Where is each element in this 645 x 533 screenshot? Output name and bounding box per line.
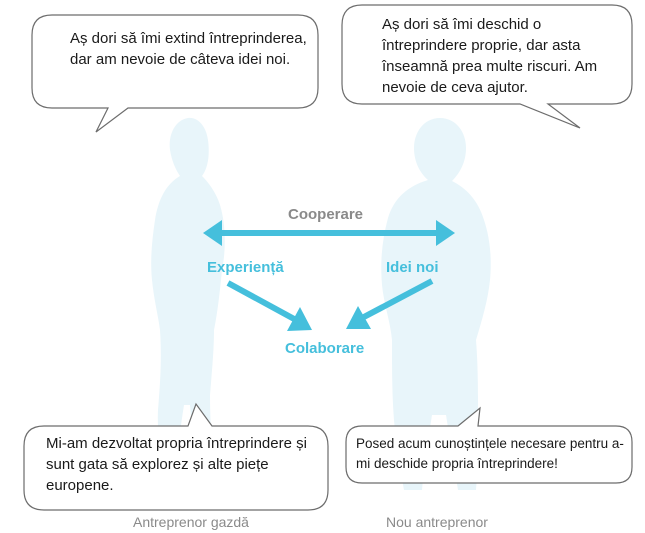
new-entrepreneur-caption: Nou antreprenor [386, 514, 488, 530]
new-ideas-arrow [346, 278, 434, 329]
new-ideas-label: Idei noi [386, 259, 439, 276]
bubble-bottom-right-shape [345, 406, 633, 484]
bubble-top-left-shape [31, 14, 319, 133]
bubble-bottom-left-text: Mi-am dezvoltat propria întreprindere și… [46, 435, 307, 494]
collaboration-label: Colaborare [285, 340, 365, 357]
experience-label: Experiență [207, 259, 284, 276]
woman-silhouette [151, 117, 225, 478]
cooperation-label: Cooperare [288, 206, 364, 223]
experience-arrow [226, 280, 312, 331]
bubble-top-right-text: Aș dori să îmi deschid o întreprindere p… [382, 16, 598, 96]
man-silhouette [381, 118, 491, 490]
bubble-top-right-shape [341, 4, 633, 129]
bubble-bottom-right-text: Posed acum cunoștințele necesare pentru … [356, 436, 624, 471]
bubble-top-left-text: Aș dori să îmi extind întreprinderea, da… [70, 30, 307, 68]
cooperation-arrow [203, 220, 455, 246]
host-entrepreneur-caption: Antreprenor gazdă [133, 514, 249, 530]
bubble-bottom-left-shape [23, 402, 329, 511]
